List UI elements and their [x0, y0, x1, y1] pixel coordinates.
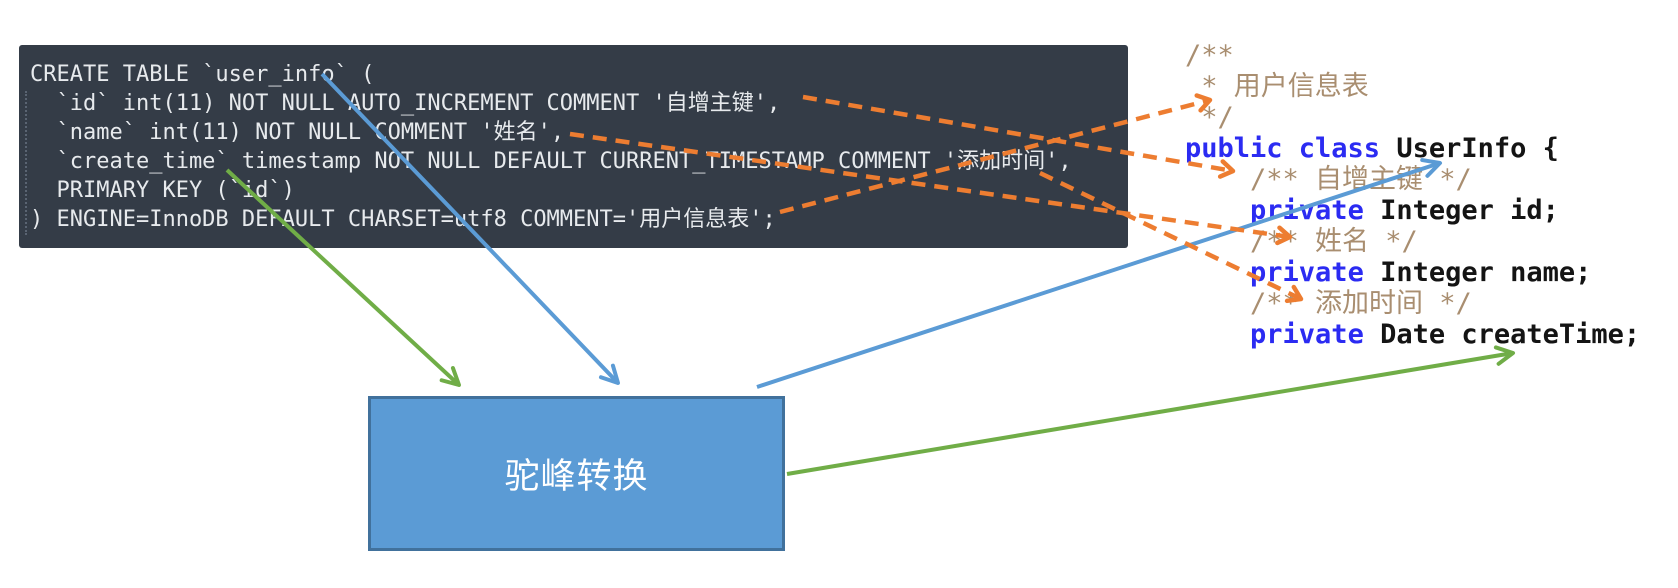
- java-code-line: private Integer id;: [1250, 195, 1559, 226]
- java-code-line: private Date createTime;: [1250, 319, 1641, 350]
- camel-case-transform-box: 驼峰转换: [368, 396, 785, 551]
- java-code-line: public class UserInfo {: [1185, 133, 1559, 164]
- sql-code-line: `id` int(11) NOT NULL AUTO_INCREMENT COM…: [30, 91, 781, 116]
- java-code-line: /**: [1185, 40, 1234, 71]
- java-code-lines: /** * 用户信息表 */public class UserInfo { /*…: [1185, 40, 1640, 350]
- sql-code-line: `name` int(11) NOT NULL COMMENT '姓名',: [30, 120, 565, 145]
- sql-code-line: ) ENGINE=InnoDB DEFAULT CHARSET=utf8 COM…: [30, 207, 776, 232]
- java-code-line: * 用户信息表: [1185, 71, 1369, 102]
- java-code-line: */: [1185, 102, 1234, 133]
- sql-code-lines: CREATE TABLE `user_info` ( `id` int(11) …: [30, 60, 1128, 234]
- java-code-line: /** 姓名 */: [1185, 226, 1418, 257]
- sql-code-line: `create_time` timestamp NOT NULL DEFAULT…: [30, 149, 1072, 174]
- java-code-line: /** 自增主键 */: [1185, 164, 1472, 195]
- transform-box-label: 驼峰转换: [504, 457, 649, 496]
- indent-guide-line: [25, 91, 27, 235]
- java-class-code-block: /** * 用户信息表 */public class UserInfo { /*…: [1185, 40, 1640, 350]
- sql-code-line: CREATE TABLE `user_info` (: [30, 62, 375, 87]
- java-code-line: /** 添加时间 */: [1185, 288, 1472, 319]
- arrow-box-to-createtime-green: [786, 345, 1515, 476]
- sql-code-line: PRIMARY KEY (`id`): [30, 178, 295, 203]
- sql-create-table-code-block: CREATE TABLE `user_info` ( `id` int(11) …: [19, 45, 1128, 248]
- java-code-line: private Integer name;: [1250, 257, 1592, 288]
